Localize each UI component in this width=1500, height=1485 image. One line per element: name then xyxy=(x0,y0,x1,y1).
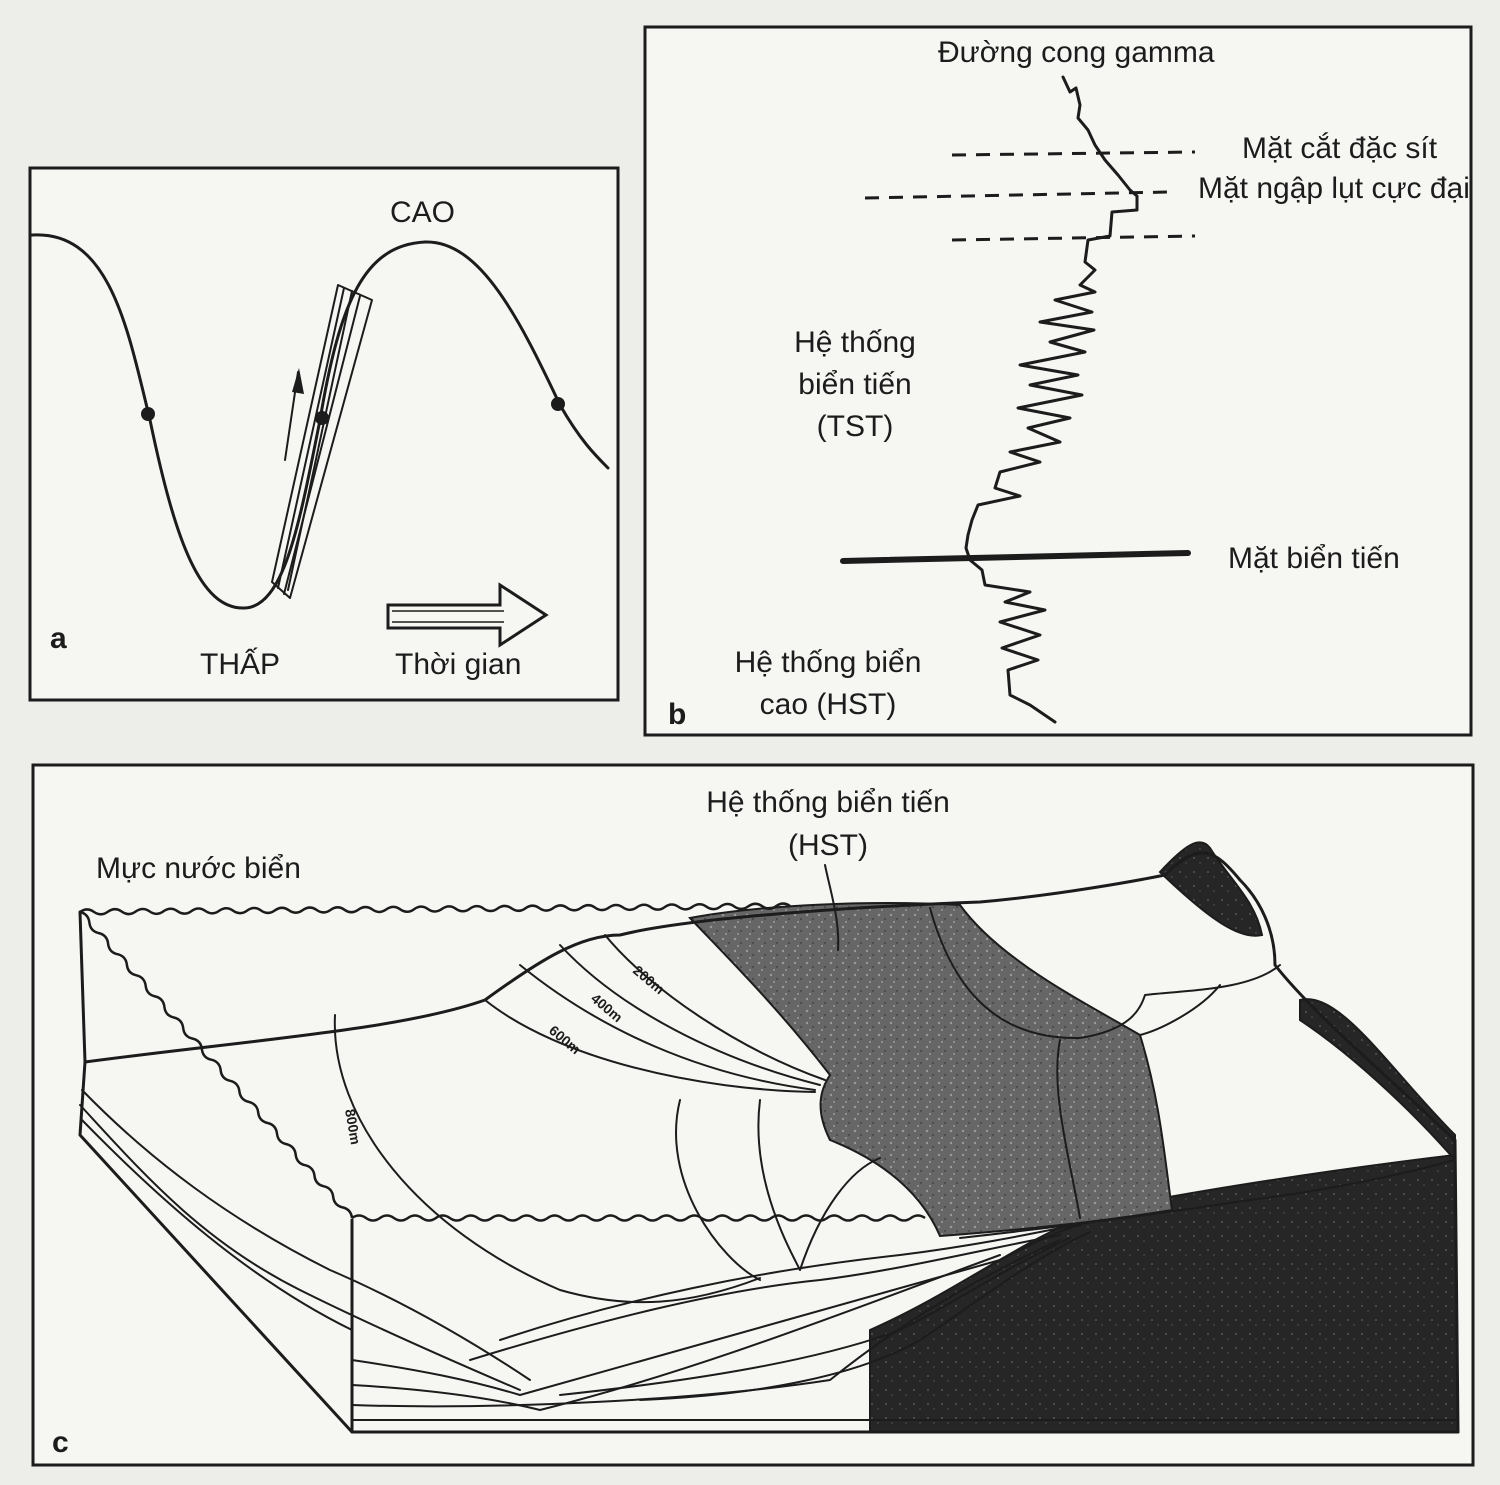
sea-level-wave-line xyxy=(79,910,354,1219)
panel-c: 200m 400m 600m 800m Mực nước biển Hệ thố… xyxy=(31,763,1475,1467)
high-label: CAO xyxy=(390,196,455,229)
gamma-ray-log xyxy=(964,75,1139,724)
hst-label-line1: Hệ thống biển xyxy=(735,646,922,679)
block-top-edge xyxy=(78,873,1167,1064)
max-flooding-label: Mặt ngập lụt cực đại xyxy=(1198,172,1470,205)
block-right-edge xyxy=(1163,851,1460,1434)
gamma-label: Đường cong gamma xyxy=(938,36,1215,69)
system-label-leader xyxy=(824,864,840,951)
sea-level-label: Mực nước biển xyxy=(96,852,301,885)
panel-b-frame xyxy=(643,25,1473,737)
condensed-section-line xyxy=(951,150,1196,157)
sea-level-wave-line xyxy=(79,902,791,916)
tst-label-line3: (TST) xyxy=(817,410,894,443)
max-flooding-line xyxy=(864,190,1171,200)
tst-label-line2: biển tiến xyxy=(798,368,911,401)
panel-a-letter: a xyxy=(50,622,67,655)
system-label-line1: Hệ thống biển tiến xyxy=(706,786,950,819)
sediment-layers xyxy=(79,1089,1459,1421)
bathymetry-contours xyxy=(333,907,1281,1304)
sea-level-wave-line xyxy=(351,1214,926,1222)
condensed-section-lower-line xyxy=(951,234,1196,242)
sea-level-curve xyxy=(30,233,610,610)
panel-a: CAO THẤP Thời gian a xyxy=(28,166,620,702)
hst-label-line2: cao (HST) xyxy=(760,688,897,721)
coastal-highland-dark xyxy=(1158,841,1264,937)
low-label: THẤP xyxy=(200,647,280,681)
curve-inflection-point xyxy=(141,407,155,421)
panel-b-letter: b xyxy=(668,698,686,731)
system-label-line2: (HST) xyxy=(788,829,868,862)
panel-c-letter: c xyxy=(52,1426,69,1459)
contour-label-800: 800m xyxy=(342,1108,364,1146)
condensed-section-label: Mặt cắt đặc sít xyxy=(1242,132,1438,165)
tst-label-line1: Hệ thống xyxy=(794,326,916,359)
transgressive-surface-line xyxy=(840,550,1191,564)
block-front-face xyxy=(78,1060,1460,1434)
panel-b: Đường cong gamma Mặt cắt đặc sít Mặt ngậ… xyxy=(643,25,1473,737)
rising-sea-level-band xyxy=(271,284,373,599)
time-label: Thời gian xyxy=(395,648,521,681)
sea-level-surface xyxy=(79,902,926,1222)
transgressive-surface-label: Mặt biển tiến xyxy=(1228,542,1400,575)
time-arrow-icon xyxy=(386,582,549,648)
curve-inflection-point xyxy=(551,397,565,411)
up-arrow-icon xyxy=(284,368,304,461)
